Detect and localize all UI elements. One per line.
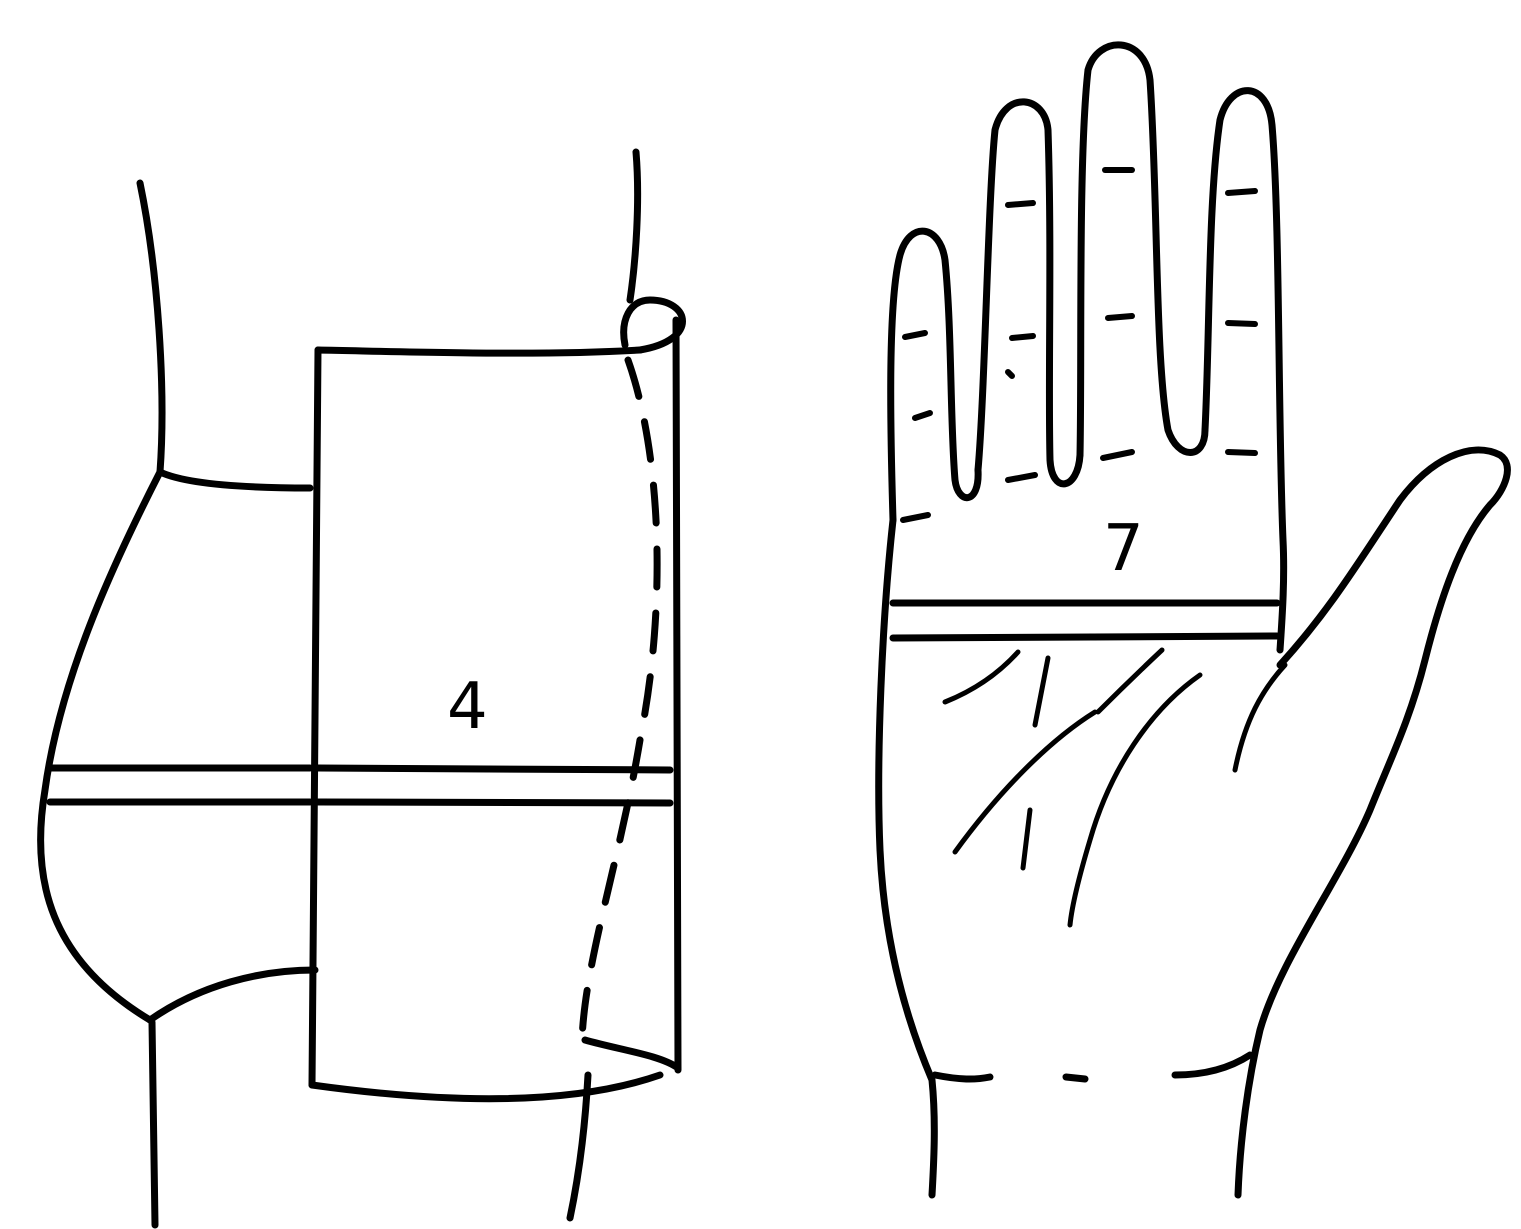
cast-hidden-edge bbox=[582, 360, 657, 1040]
cast-cylinder-left-edge bbox=[312, 350, 318, 1085]
cast-limb-region-number: 4 bbox=[447, 670, 488, 744]
limb-outline-outer bbox=[41, 472, 160, 1020]
ring-finger-outline bbox=[978, 102, 1080, 484]
little-finger-outline bbox=[891, 231, 978, 520]
cast-cylinder-top-edge bbox=[318, 350, 640, 353]
cast-band-top bbox=[318, 768, 670, 770]
hand-outline-left bbox=[879, 520, 935, 1195]
wrist-crease-middle bbox=[1066, 1077, 1085, 1079]
hand-cast-figure: 7 bbox=[879, 45, 1508, 1195]
palm-line-head bbox=[1098, 650, 1162, 712]
limb-joint-line bbox=[160, 472, 310, 488]
cast-band-bottom bbox=[318, 802, 670, 803]
cast-cylinder-bottom-edge bbox=[312, 1075, 660, 1099]
wrist-crease-left bbox=[935, 1075, 990, 1079]
cast-hand-region-number: 7 bbox=[1103, 512, 1144, 586]
palm-line-long bbox=[1070, 675, 1200, 925]
wrist-crease-right bbox=[1175, 1055, 1250, 1075]
palm-line-short bbox=[1035, 658, 1048, 725]
limb-outline-upper bbox=[140, 183, 162, 472]
index-finger-outline bbox=[1205, 91, 1284, 650]
limb-cast-figure: 4 bbox=[41, 152, 683, 1225]
middle-finger-outline bbox=[1080, 45, 1205, 455]
cast-cylinder-right-edge bbox=[676, 320, 678, 1070]
thenar-crease bbox=[1235, 665, 1285, 770]
limb-outline-upper-right bbox=[630, 152, 638, 300]
cast-cylinder-bottom-curl bbox=[585, 1040, 678, 1068]
limb-outline-lower bbox=[152, 1022, 155, 1225]
palm-line-center bbox=[1023, 810, 1030, 868]
limb-outline-inner bbox=[150, 970, 315, 1020]
thumb-outline bbox=[1238, 450, 1507, 1195]
palm-line-heart bbox=[945, 652, 1018, 702]
hand-band-bottom bbox=[893, 636, 1277, 638]
